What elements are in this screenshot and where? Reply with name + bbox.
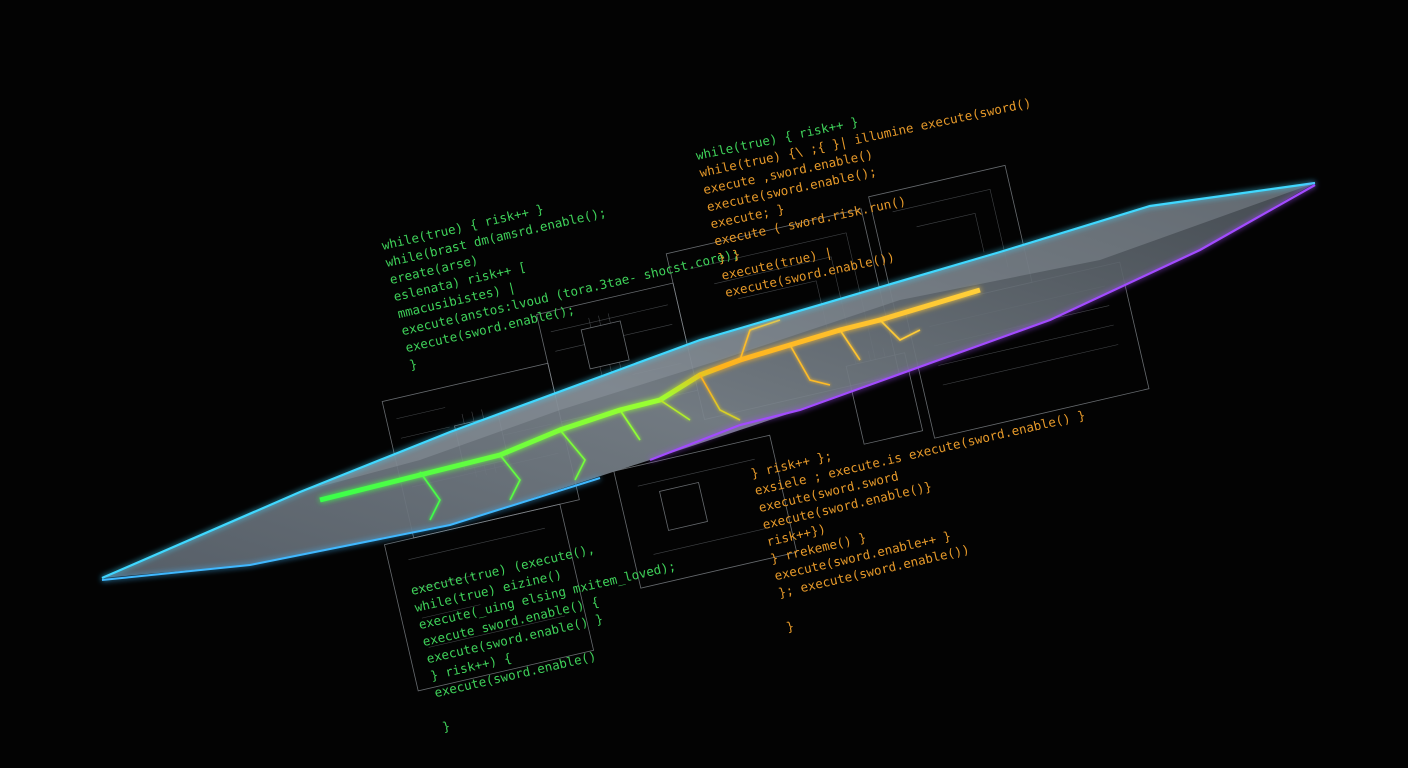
energy-crack-branches xyxy=(419,319,921,521)
code-line: } } xyxy=(716,246,741,265)
energy-crack xyxy=(319,287,981,503)
code-line: } xyxy=(785,618,796,634)
blade-edge-cyan xyxy=(101,181,1316,580)
blade-edge-purple xyxy=(649,184,1316,462)
blade-upper-facet xyxy=(300,183,1315,492)
chip-icon xyxy=(659,481,708,531)
code-line: } xyxy=(441,718,452,734)
schematic-panel xyxy=(383,503,595,692)
blade-edge-lower-cyan xyxy=(101,477,601,581)
code-line: } xyxy=(408,356,419,372)
schematic-panel xyxy=(613,434,798,589)
sword-blade xyxy=(101,181,1316,581)
